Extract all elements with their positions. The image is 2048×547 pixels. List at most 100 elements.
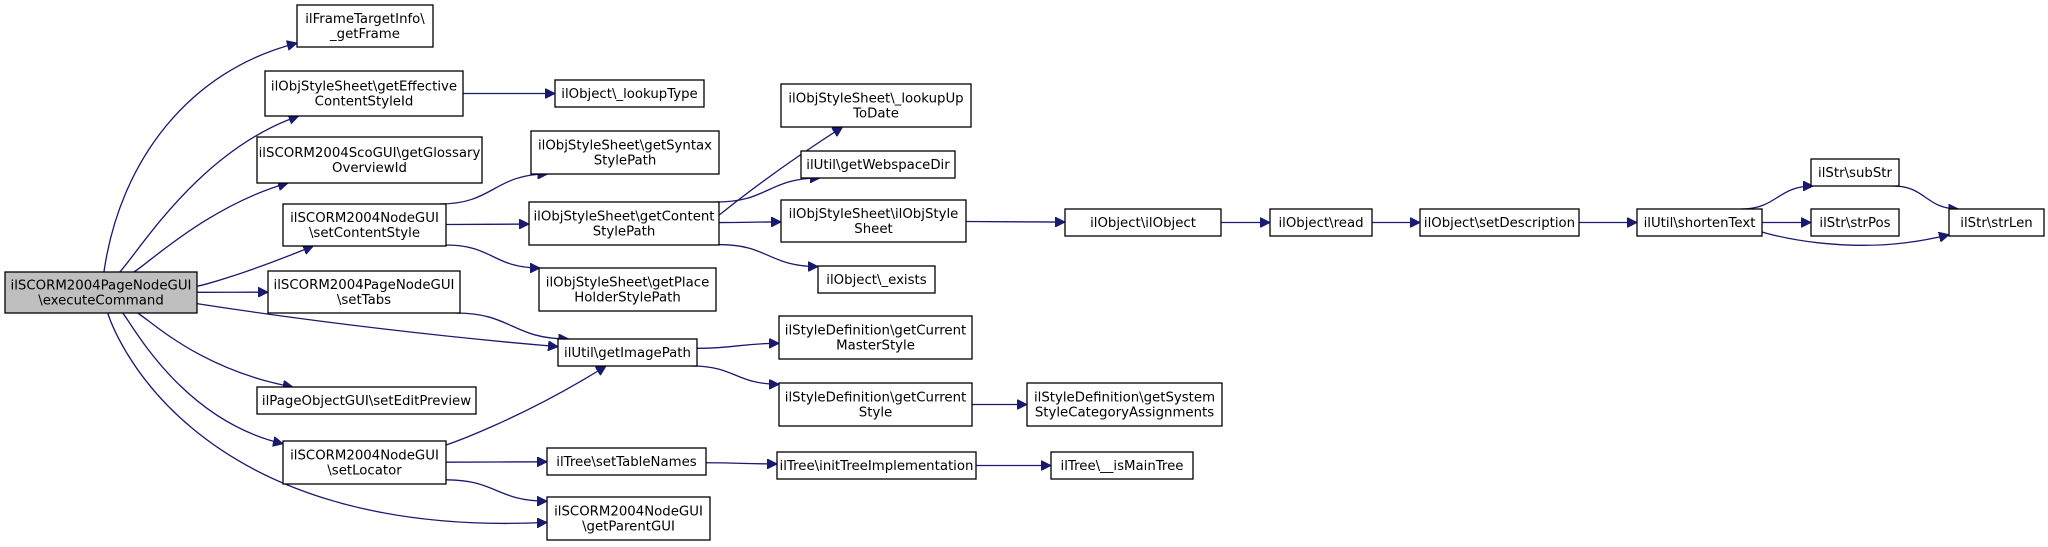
- edge-n27-to-n28: [705, 463, 777, 464]
- node-label-line: ilObject\_lookupType: [561, 87, 698, 102]
- node-box: [1810, 158, 1900, 187]
- node-n16[interactable]: ilUtil\shortenText: [1636, 208, 1763, 237]
- node-label-line: ilTree\initTreeImplementation: [780, 459, 974, 474]
- node-box: [1050, 451, 1194, 480]
- node-box: [282, 203, 447, 247]
- node-label-line: ilStyleDefinition\getCurrent: [785, 391, 966, 406]
- node-root[interactable]: ilSCORM2004PageNodeGUI\executeCommand: [4, 271, 198, 314]
- node-label-line: ilObjStyleSheet\ilObjStyle: [789, 207, 959, 222]
- edge-line: [718, 222, 781, 223]
- node-n17[interactable]: ilStr\subStr: [1810, 158, 1900, 187]
- edge-line: [696, 343, 779, 349]
- node-label-line: ilStyleDefinition\getCurrent: [785, 324, 966, 339]
- node-box: [4, 271, 198, 314]
- node-n11[interactable]: ilObject\_exists: [817, 265, 936, 294]
- node-label-line: ilObjStyleSheet\getContent: [533, 210, 714, 225]
- edge-line: [718, 243, 818, 267]
- node-label-line: ilStr\strLen: [1960, 216, 2032, 231]
- edge-line: [196, 246, 313, 287]
- node-n3[interactable]: ilObject\_lookupType: [554, 79, 705, 108]
- edge-line: [196, 303, 558, 347]
- edge-line: [691, 365, 779, 384]
- edge-line: [455, 312, 568, 339]
- node-n25[interactable]: ilPageObjectGUI\setEditPreview: [256, 386, 477, 415]
- nodes-layer: ilSCORM2004PageNodeGUI\executeCommand ilF…: [4, 4, 2045, 541]
- edge-line: [718, 127, 843, 216]
- node-box: [778, 382, 973, 427]
- node-n21[interactable]: ilUtil\getImagePath: [557, 338, 698, 367]
- node-n20[interactable]: ilSCORM2004PageNodeGUI\setTabs: [267, 270, 461, 314]
- edge-n7-to-n8: [718, 127, 843, 216]
- node-label-line: \setContentStyle: [309, 226, 420, 241]
- node-box: [1636, 208, 1763, 237]
- node-n26[interactable]: ilSCORM2004NodeGUI\setLocator: [282, 440, 447, 485]
- node-n27[interactable]: ilTree\setTableNames: [546, 447, 707, 476]
- node-n30[interactable]: ilSCORM2004NodeGUI\getParentGUI: [546, 496, 711, 541]
- node-box: [817, 265, 936, 294]
- node-n24[interactable]: ilStyleDefinition\getSystemStyleCategory…: [1026, 382, 1223, 427]
- edge-n5-to-n6: [439, 174, 548, 205]
- edge-n26-to-n30: [445, 479, 547, 501]
- node-label-line: Style: [859, 406, 892, 421]
- node-n10[interactable]: ilObjStyleSheet\ilObjStyleSheet: [780, 199, 967, 243]
- edge-n16-to-n17: [1741, 186, 1813, 210]
- node-n14[interactable]: ilObject\read: [1269, 208, 1373, 237]
- node-box: [780, 199, 967, 243]
- node-box: [780, 83, 972, 128]
- node-box: [776, 451, 977, 480]
- node-label-line: ilUtil\getWebspaceDir: [806, 158, 950, 173]
- node-n2[interactable]: ilObjStyleSheet\getEffectiveContentStyle…: [264, 70, 464, 117]
- edge-line: [445, 366, 606, 446]
- node-n15[interactable]: ilObject\setDescription: [1419, 208, 1580, 237]
- node-box: [267, 270, 461, 314]
- node-label-line: ilPageObjectGUI\setEditPreview: [262, 394, 471, 409]
- node-label-line: ilObjStyleSheet\getPlace: [546, 276, 710, 291]
- node-label-line: ilSCORM2004NodeGUI: [290, 449, 439, 464]
- node-label-line: _getFrame: [329, 27, 400, 42]
- edge-n7-to-n10: [718, 222, 781, 223]
- node-box: [530, 130, 720, 175]
- node-label-line: ilSCORM2004NodeGUI: [290, 211, 439, 226]
- edge-n26-to-n21: [445, 366, 606, 446]
- node-n5[interactable]: ilSCORM2004NodeGUI\setContentStyle: [282, 203, 447, 247]
- edge-n21-to-n23: [691, 365, 779, 384]
- edge-n10-to-n13: [965, 222, 1065, 223]
- edge-line: [445, 479, 547, 501]
- edge-line: [119, 116, 299, 273]
- edge-n20-to-n21: [455, 312, 568, 339]
- node-label-line: ilObjStyleSheet\getEffective: [271, 80, 457, 95]
- node-label-line: ilFrameTargetInfo\: [305, 12, 425, 27]
- node-label-line: ilObject\_exists: [826, 273, 926, 288]
- edge-line: [107, 312, 547, 523]
- node-n1[interactable]: ilFrameTargetInfo\_getFrame: [296, 4, 434, 48]
- edge-line: [965, 222, 1065, 223]
- node-label-line: ilStyleDefinition\getSystem: [1034, 391, 1215, 406]
- node-label-line: ilObjStyleSheet\getSyntax: [538, 139, 712, 154]
- node-label-line: ContentStyleId: [315, 95, 414, 110]
- node-n28[interactable]: ilTree\initTreeImplementation: [776, 451, 977, 480]
- node-box: [546, 447, 707, 476]
- node-n19[interactable]: ilStr\strLen: [1948, 208, 2045, 237]
- node-n13[interactable]: ilObject\ilObject: [1064, 208, 1222, 237]
- node-box: [1026, 382, 1223, 427]
- edge-line: [1761, 231, 1949, 246]
- edge-root-to-n21: [196, 303, 558, 347]
- node-box: [1810, 208, 1900, 237]
- node-label-line: ilObject\ilObject: [1090, 216, 1196, 231]
- node-n18[interactable]: ilStr\strPos: [1810, 208, 1900, 237]
- node-label-line: StyleCategoryAssignments: [1035, 406, 1214, 421]
- node-n9[interactable]: ilUtil\getWebspaceDir: [800, 150, 956, 179]
- node-label-line: ilTree\setTableNames: [556, 455, 697, 470]
- node-n29[interactable]: ilTree\__isMainTree: [1050, 451, 1194, 480]
- edge-n5-to-n12: [445, 244, 540, 268]
- edges-layer: [103, 43, 1958, 523]
- edge-root-to-n2: [119, 116, 299, 273]
